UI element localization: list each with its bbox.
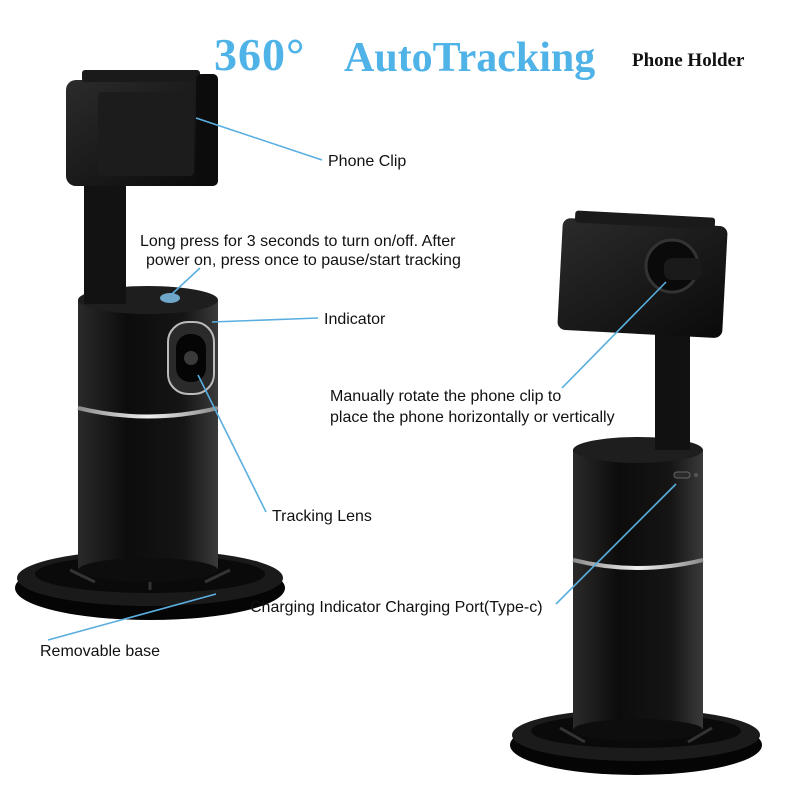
label-rotate-line1: Manually rotate the phone clip to bbox=[330, 388, 562, 405]
leader-lines bbox=[47, 117, 677, 641]
right-charging-port bbox=[673, 471, 691, 479]
headline-autotracking: AutoTracking bbox=[344, 35, 596, 81]
leader-phone-clip bbox=[195, 117, 323, 161]
label-indicator: Indicator bbox=[324, 311, 386, 328]
left-body bbox=[77, 286, 219, 582]
label-phone-clip: Phone Clip bbox=[328, 153, 407, 170]
headline: 360° AutoTracking Phone Holder bbox=[0, 28, 800, 88]
leader-indicator bbox=[211, 317, 319, 323]
leader-charging bbox=[555, 483, 677, 605]
label-tracking-lens: Tracking Lens bbox=[272, 508, 372, 525]
right-body bbox=[572, 437, 704, 741]
left-neck bbox=[84, 178, 126, 304]
left-device bbox=[15, 70, 285, 620]
right-phone-clip bbox=[557, 210, 728, 338]
leader-long-press bbox=[171, 267, 201, 295]
label-long-press-line2: power on, press once to pause/start trac… bbox=[146, 252, 461, 269]
right-device bbox=[510, 210, 762, 775]
left-indicator-light bbox=[160, 293, 180, 303]
headline-360: 360° bbox=[214, 29, 306, 80]
left-phone-clip bbox=[66, 70, 218, 186]
label-rotate-line2: place the phone horizontally or vertical… bbox=[330, 409, 615, 426]
label-long-press-line1: Long press for 3 seconds to turn on/off.… bbox=[140, 233, 456, 250]
left-tracking-lens bbox=[167, 321, 215, 395]
leader-rotate bbox=[561, 281, 667, 389]
leader-removable-base bbox=[47, 593, 217, 641]
right-charging-indicator bbox=[694, 473, 698, 477]
headline-phone-holder: Phone Holder bbox=[632, 50, 745, 71]
label-removable-base: Removable base bbox=[40, 643, 161, 660]
label-charging: Charging Indicator Charging Port(Type-c) bbox=[250, 599, 543, 616]
leader-tracking-lens bbox=[197, 374, 267, 513]
